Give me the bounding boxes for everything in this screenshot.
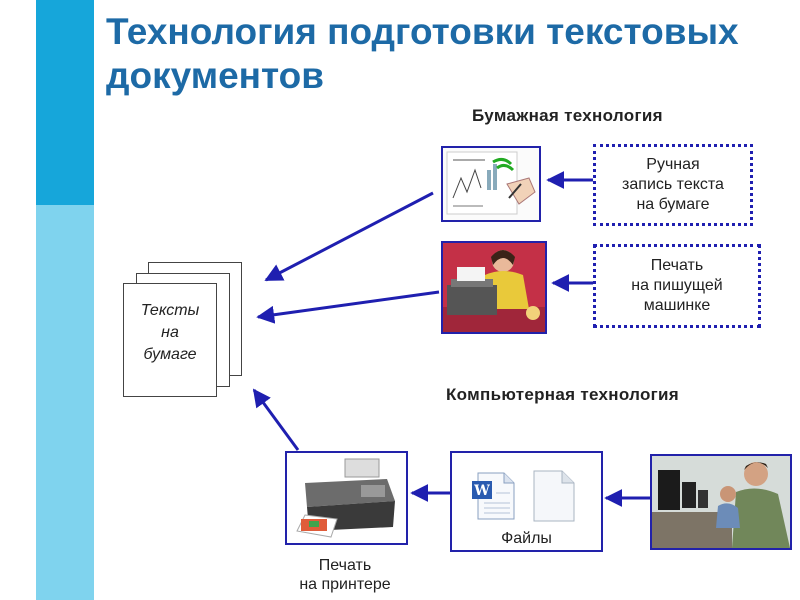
caption-line: Ручная (646, 156, 700, 173)
printer-illustration (296, 458, 395, 538)
caption-line: Печать (650, 257, 704, 274)
typewriter-caption-box: Печать на пишущей машинке (593, 244, 761, 328)
arrow-typewriter-to-paper (256, 290, 440, 324)
computer-users-illustration (652, 456, 790, 548)
caption-line: машинке (643, 297, 711, 314)
blank-document-icon (530, 469, 576, 528)
printer-caption: Печать на принтере (299, 557, 391, 593)
computer-technology-heading: Компьютерная технология (446, 385, 680, 404)
slide-title: Технология подготовки текстовых документ… (106, 11, 739, 96)
arrow-handwriting-to-paper (264, 191, 434, 282)
typewriter-image (441, 241, 547, 334)
caption-line: на бумаге (636, 196, 710, 213)
printer-image (285, 451, 408, 545)
handwriting-illustration (446, 151, 536, 215)
computer-users-image (650, 454, 792, 550)
svg-text:W: W (473, 483, 490, 499)
handwriting-image (441, 146, 541, 222)
caption-line: на пишущей (631, 277, 723, 294)
paper-technology-heading: Бумажная технология (472, 106, 663, 125)
typewriter-illustration (443, 243, 545, 332)
files-frame: W Файлы (450, 451, 603, 552)
paper-texts-label: Тексты на бумаге (140, 302, 200, 363)
arrow-printer-to-paper (252, 388, 300, 451)
word-document-icon: W (472, 471, 516, 526)
side-accent-strip-dark (36, 0, 94, 205)
paper-sheet-front (123, 283, 217, 397)
caption-line: запись текста (622, 176, 724, 193)
files-caption: Файлы (501, 530, 552, 547)
handwriting-caption-box: Ручная запись текста на бумаге (593, 144, 753, 226)
